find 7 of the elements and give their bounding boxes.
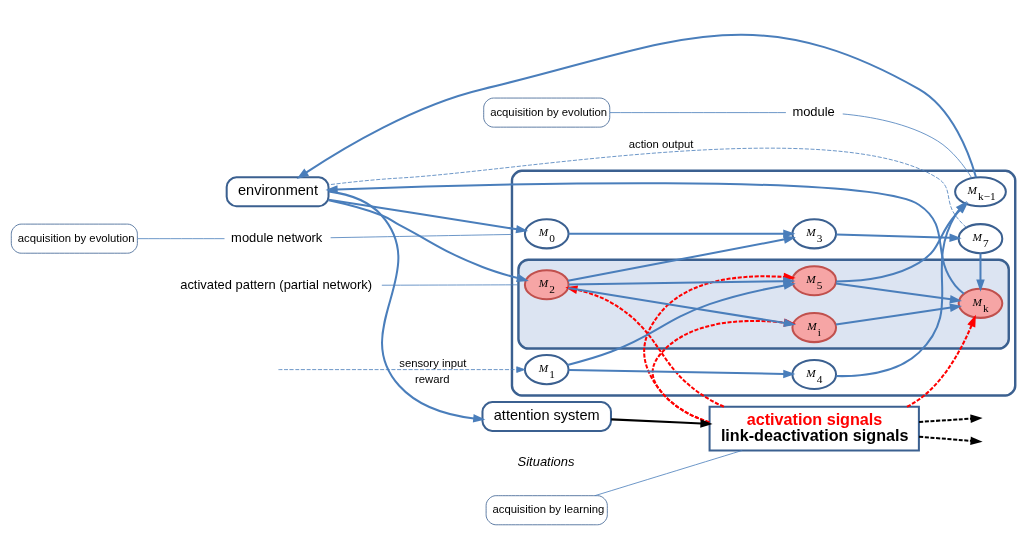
node-text: module (792, 103, 835, 119)
edge-label: action output (628, 137, 694, 150)
node-text: activated pattern (partial network) (180, 276, 372, 292)
node-text: module network (231, 229, 323, 245)
label: Situations (517, 453, 575, 469)
edge-label: reward (414, 372, 450, 385)
edge-label: sensory input (399, 356, 467, 369)
